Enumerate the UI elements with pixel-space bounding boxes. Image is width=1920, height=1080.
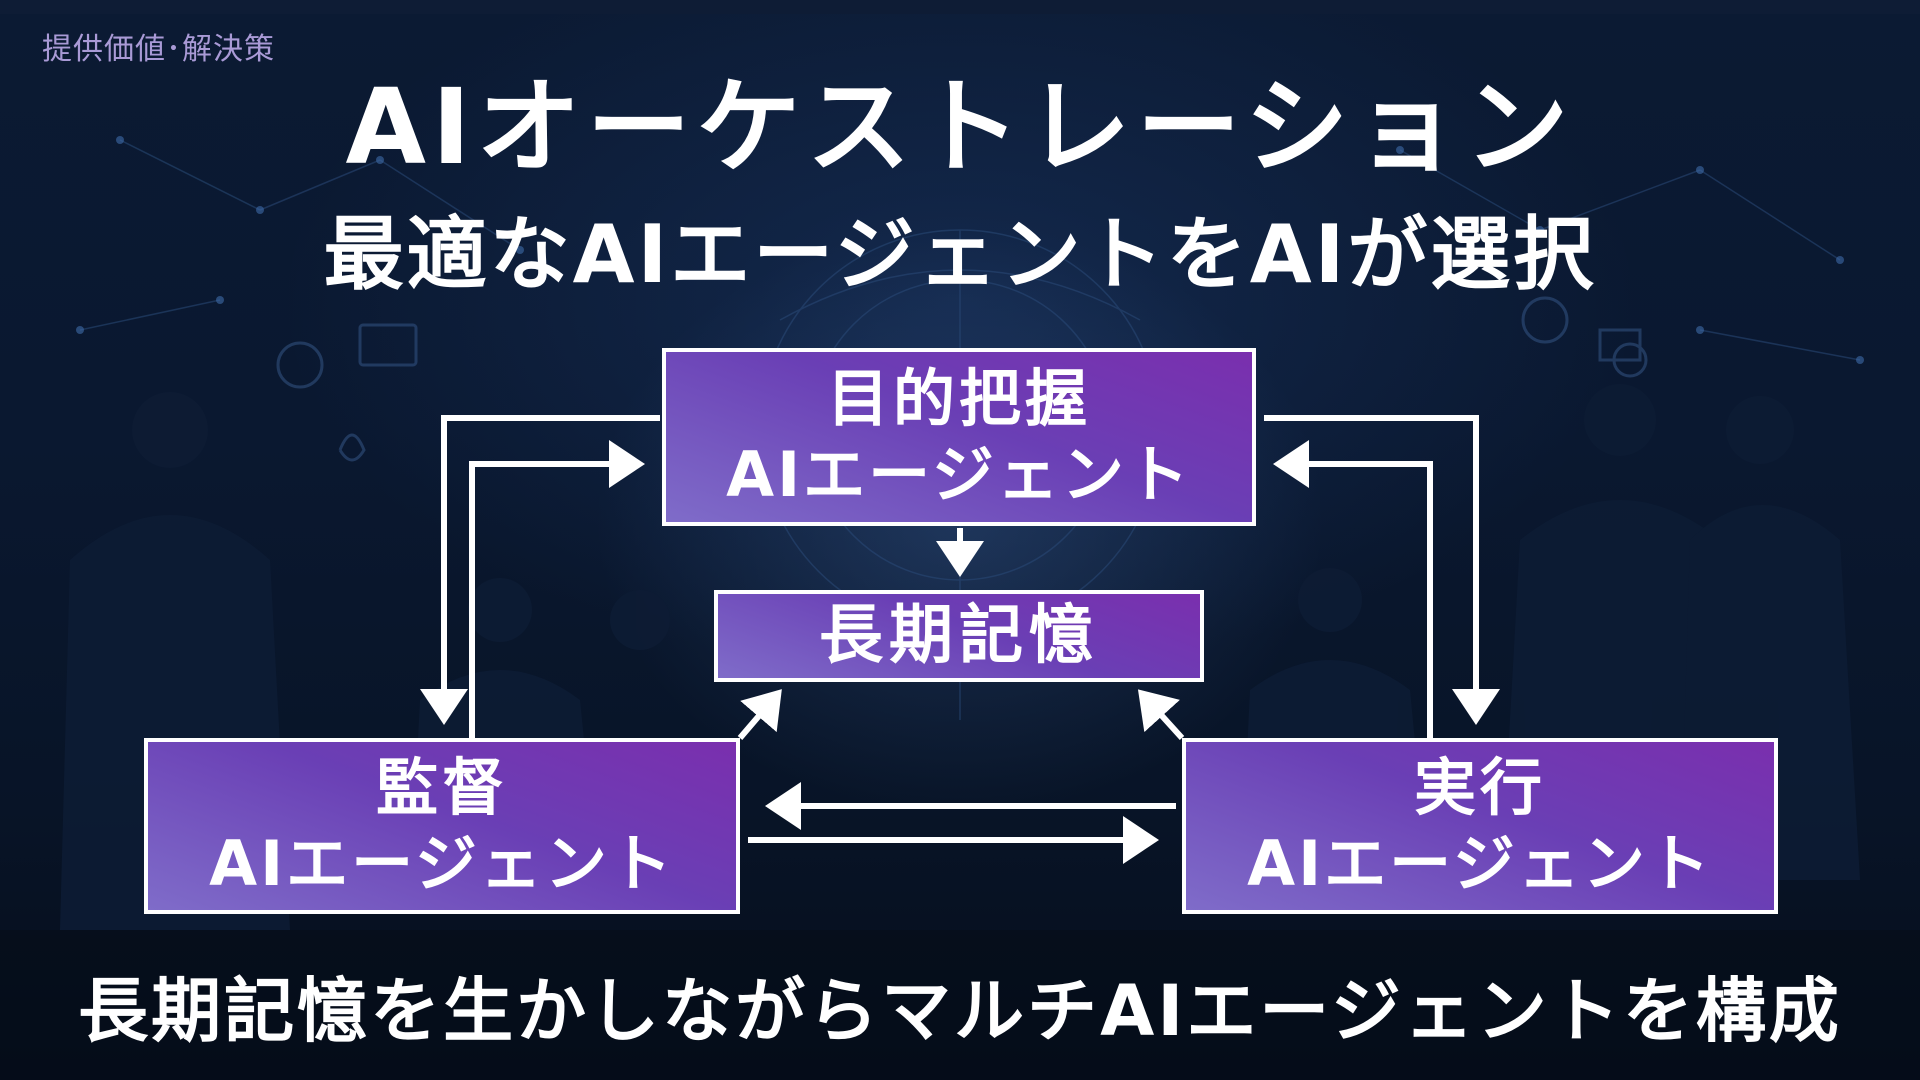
long-term-memory-box: 長期記憶	[714, 590, 1204, 682]
section-label: 提供価値･解決策	[42, 32, 275, 67]
goal-agent-box: 目的把握 AIエージェント	[662, 348, 1256, 526]
bottom-caption: 長期記憶を生かしながらマルチAIエージェントを構成	[78, 970, 1842, 1052]
page-subtitle: 最適なAIエージェントをAIが選択	[323, 208, 1597, 301]
supervise-agent-box: 監督 AIエージェント	[144, 738, 740, 914]
page-title: AIオーケストレーション	[345, 66, 1575, 188]
arrow-goal-to-supervise	[420, 415, 660, 725]
goal-agent-subtitle: AIエージェント	[726, 438, 1192, 511]
long-term-memory-title: 長期記憶	[819, 598, 1099, 673]
supervise-agent-subtitle: AIエージェント	[209, 827, 675, 900]
arrow-supervise-to-goal	[469, 440, 645, 738]
arrow-goal-to-execute	[1264, 415, 1500, 725]
supervise-agent-title: 監督	[375, 751, 508, 825]
execute-agent-subtitle: AIエージェント	[1247, 827, 1713, 900]
arrow-supervise-to-memory	[737, 689, 782, 740]
top-bar	[0, 0, 1920, 14]
arrow-execute-to-memory	[1137, 689, 1185, 741]
goal-agent-title: 目的把握	[826, 362, 1091, 436]
execute-agent-title: 実行	[1413, 751, 1546, 825]
arrow-execute-to-goal	[1273, 440, 1433, 738]
execute-agent-box: 実行 AIエージェント	[1182, 738, 1778, 914]
